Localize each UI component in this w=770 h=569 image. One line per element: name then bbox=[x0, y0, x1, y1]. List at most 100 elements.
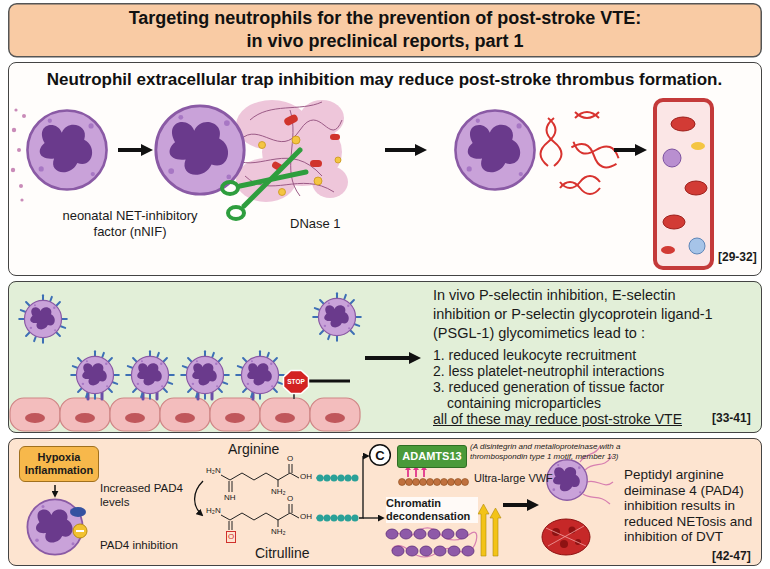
panel-box: In vivo P-selectin inhibition, E-selecti… bbox=[8, 281, 762, 433]
net-panel-illustration-part-part bbox=[292, 136, 300, 144]
pad4-panel-illustration-part-part bbox=[400, 529, 412, 539]
atom-label: OH bbox=[300, 512, 312, 522]
pad4-panel-illustration-part-part bbox=[548, 526, 584, 546]
pad4-panel-illustration-part-part bbox=[428, 529, 440, 539]
net-panel-illustration-part-part bbox=[689, 238, 705, 254]
trigger-box: Hypoxia Inflammation bbox=[19, 446, 99, 482]
pad4-panel-illustration-part bbox=[408, 469, 424, 477]
pad4-panel-illustration-part bbox=[386, 528, 477, 557]
pad4-panel-illustration-part-part bbox=[278, 480, 279, 487]
panel-text: Peptidyl arginine deiminase 4 (PAD4) inh… bbox=[624, 467, 758, 545]
net-panel-illustration-part bbox=[614, 148, 638, 152]
pad4-panel-illustration-part-part bbox=[324, 475, 331, 482]
pad4-panel-illustration-part-part bbox=[442, 529, 454, 539]
pad4-panel-illustration-part-part bbox=[406, 546, 418, 556]
pad4-panel-illustration-part-part bbox=[386, 529, 398, 539]
net-panel-illustration-part-part bbox=[250, 102, 322, 120]
pad4-panel-illustration-part-part bbox=[441, 479, 448, 486]
selectin-panel-illustration-part-part bbox=[110, 398, 160, 431]
pad4-panel-illustration-part-part bbox=[290, 513, 299, 518]
net-panel-illustration-part-part bbox=[283, 113, 299, 126]
pad4-panel-illustration-part-part bbox=[560, 540, 568, 548]
pad4-panel-illustration-part bbox=[195, 481, 203, 515]
pad4-panel-illustration-part-part bbox=[331, 515, 338, 522]
net-panel-illustration-part-part bbox=[300, 100, 344, 136]
pad4-panel-illustration-part-part bbox=[317, 515, 324, 522]
selectin-panel-illustration-part bbox=[71, 351, 119, 399]
letter-circle: C bbox=[369, 444, 391, 466]
pad4-panel-illustration-part-part bbox=[331, 475, 338, 482]
reference-number: [42-47] bbox=[712, 549, 751, 563]
pad4-panel-illustration-part bbox=[363, 517, 383, 518]
reference-number: [29-32] bbox=[718, 250, 757, 264]
net-panel-illustration-part-part bbox=[310, 160, 322, 167]
selectin-panel-illustration-part bbox=[365, 356, 412, 360]
panel-grounds-part bbox=[8, 438, 762, 566]
pad4-panel-illustration-part bbox=[542, 519, 590, 555]
conclusion-text: all of these may reduce post-stroke VTE bbox=[433, 411, 682, 427]
pad4-panel-illustration-part-part bbox=[462, 546, 474, 556]
letter-circle-shape bbox=[370, 445, 391, 466]
note-label: Increased PAD4 levels bbox=[100, 481, 188, 509]
pad4-panel-illustration-part-part bbox=[415, 469, 417, 477]
pad4-panel-illustration-part-part bbox=[221, 515, 230, 520]
stop-text: STOP bbox=[287, 378, 305, 386]
pad4-panel-illustration-part-part bbox=[546, 528, 586, 546]
pad4-panel-illustration-part-part bbox=[434, 479, 441, 486]
enzyme-name: ADAMTS13 bbox=[402, 450, 461, 463]
atom-label: OH bbox=[300, 472, 312, 482]
net-panel-illustration-part-part bbox=[663, 149, 681, 167]
pad4-panel-illustration bbox=[27, 446, 613, 557]
net-panel-illustration-part-part bbox=[12, 128, 16, 132]
net-panel-illustration-part-part bbox=[691, 142, 705, 150]
list-item: 2. less platelet-neutrophil interactions bbox=[433, 363, 664, 379]
net-panel-illustration-part bbox=[455, 110, 534, 189]
net-panel-illustration-part-part bbox=[575, 112, 599, 118]
pad4-panel-illustration-part-part bbox=[345, 515, 352, 522]
pad4-panel-illustration-part bbox=[54, 485, 56, 496]
net-panel-illustration-part-part bbox=[330, 134, 340, 140]
note-label: PAD4 inhibition bbox=[100, 538, 178, 552]
selectin-panel-illustration bbox=[10, 293, 412, 431]
selectin-panel-illustration-part-part bbox=[75, 413, 95, 423]
net-panel-illustration-part-part bbox=[661, 246, 675, 254]
pad4-panel-illustration-part bbox=[478, 504, 501, 556]
pad4-panel-illustration-part-part bbox=[292, 464, 293, 473]
pad4-panel-illustration-part-part bbox=[289, 504, 290, 513]
selectin-panel-illustration-part bbox=[293, 394, 295, 399]
selectin-panel-illustration-part bbox=[181, 351, 229, 399]
pad4-panel-illustration-part-part bbox=[462, 479, 469, 486]
selectin-panel-illustration-part-part bbox=[60, 398, 110, 431]
protein-label: Ultra-large VWF bbox=[474, 472, 553, 485]
net-panel-illustration-part-part bbox=[222, 182, 238, 194]
net-panel-illustration-part bbox=[541, 112, 622, 194]
net-panel-illustration-part bbox=[156, 106, 244, 194]
selectin-panel-illustration-part bbox=[126, 351, 174, 399]
selectin-panel-illustration-part-part bbox=[325, 413, 345, 423]
selectin-panel-illustration-part bbox=[10, 398, 360, 431]
process-label: Chromatin decondensation bbox=[386, 497, 478, 523]
selectin-panel-illustration-part-part bbox=[25, 413, 45, 423]
selectin-panel-illustration-part-part bbox=[260, 398, 310, 431]
pad4-panel-illustration-part-part bbox=[221, 475, 230, 480]
net-panel-illustration-part bbox=[27, 110, 106, 189]
pad4-panel-illustration-part bbox=[359, 456, 363, 518]
selectin-panel-illustration-part-part bbox=[225, 413, 245, 423]
selectin-panel-illustration-part-part bbox=[210, 398, 260, 431]
selectin-panel-illustration-part-part bbox=[125, 413, 145, 423]
agent-label: DNase 1 bbox=[290, 216, 341, 232]
pad4-panel-illustration-part bbox=[399, 479, 469, 486]
pad4-panel-illustration-part-part bbox=[352, 475, 359, 482]
list-item: 3. reduced generation of tissue factor c… bbox=[433, 379, 723, 411]
pad4-panel-illustration-part bbox=[70, 507, 86, 517]
panel-box: Neutrophil extracellular trap inhibition… bbox=[8, 62, 762, 276]
atom-label: H₂N bbox=[206, 466, 221, 476]
pad4-panel-illustration-part-part bbox=[392, 546, 404, 556]
pad4-panel-illustration-part-part bbox=[448, 546, 460, 556]
pad4-panel-illustration-part-part bbox=[352, 515, 359, 522]
pad4-panel-illustration-part-part bbox=[427, 479, 434, 486]
net-panel-illustration-part bbox=[118, 148, 144, 152]
pad4-panel-illustration-part-part bbox=[399, 479, 406, 486]
selectin-panel-illustration-part-part bbox=[275, 413, 295, 423]
panel-grounds-part bbox=[8, 62, 762, 276]
